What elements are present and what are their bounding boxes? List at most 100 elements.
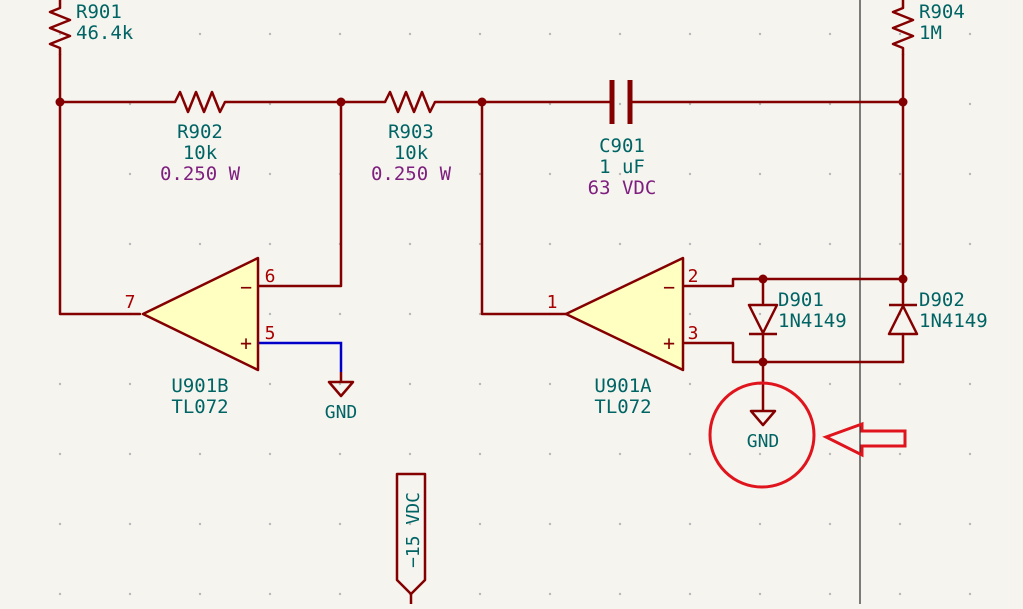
- grid-dot: [688, 382, 692, 386]
- u901a-minus-sign: −: [663, 275, 675, 299]
- grid-dot: [688, 592, 692, 596]
- grid-dot: [58, 522, 62, 526]
- u901b-value: TL072: [171, 396, 228, 418]
- u901b-pin-noninv: 5: [265, 323, 276, 344]
- grid-dot: [58, 592, 62, 596]
- capacitor-c901[interactable]: C901 1 uF 63 VDC: [588, 80, 657, 199]
- grid-dot: [58, 382, 62, 386]
- junction: [758, 357, 768, 367]
- grid-dot: [828, 452, 832, 456]
- r901-value: 46.4k: [76, 22, 134, 44]
- r903-reference: R903: [388, 121, 434, 143]
- grid-dot: [968, 172, 972, 176]
- wire-inv-input-diodes[interactable]: [681, 277, 905, 288]
- grid-dot: [618, 102, 622, 106]
- resistor-r902[interactable]: R902 10k 0.250 W: [160, 90, 241, 185]
- grid-dot: [478, 382, 482, 386]
- grid-dot: [408, 312, 412, 316]
- gnd-symbol-right[interactable]: GND: [747, 380, 780, 452]
- grid-dot: [828, 32, 832, 36]
- opamp-u901a[interactable]: − + 1 2 3 U901A TL072: [547, 256, 699, 418]
- wire-highlighted-gnd-left[interactable]: [258, 341, 343, 372]
- grid-dot: [688, 522, 692, 526]
- grid-dot: [898, 172, 902, 176]
- opamp-u901b[interactable]: − + 7 6 5 U901B TL072: [125, 256, 276, 418]
- resistor-r904[interactable]: R904 1M: [891, 0, 965, 55]
- left-arrow-icon: [822, 421, 907, 458]
- grid-dot: [268, 32, 272, 36]
- gnd-symbol-left[interactable]: GND: [325, 372, 358, 423]
- grid-dot: [338, 522, 342, 526]
- neg-supply-flag[interactable]: −15 VDC: [395, 472, 427, 606]
- resistor-r902-symbol: [173, 90, 227, 114]
- r903-power: 0.250 W: [371, 163, 452, 185]
- grid-dot: [828, 172, 832, 176]
- grid-dot: [758, 32, 762, 36]
- d901-value: 1N4149: [778, 310, 847, 332]
- grid-dot: [828, 382, 832, 386]
- u901b-plus-sign: +: [240, 331, 252, 355]
- junction: [477, 97, 487, 107]
- grid-dot: [828, 242, 832, 246]
- grid-dot: [128, 242, 132, 246]
- grid-dot: [198, 592, 202, 596]
- grid-dot: [478, 312, 482, 316]
- grid-dot: [688, 312, 692, 316]
- diode-d902[interactable]: D902 1N4149: [887, 289, 988, 336]
- u901b-reference: U901B: [171, 375, 228, 397]
- opamp-u901a-triangle: [564, 256, 685, 372]
- u901b-minus-sign: −: [240, 275, 252, 299]
- grid-dot: [968, 592, 972, 596]
- grid-dot: [898, 592, 902, 596]
- diode-d901[interactable]: D901 1N4149: [747, 289, 847, 336]
- r902-power: 0.250 W: [160, 163, 241, 185]
- grid-dot: [548, 382, 552, 386]
- grid-dot: [478, 172, 482, 176]
- grid-dot: [898, 452, 902, 456]
- gnd-right-label: GND: [747, 431, 780, 452]
- grid-dot: [408, 32, 412, 36]
- neg-supply-label: −15 VDC: [403, 492, 424, 568]
- resistor-r904-symbol: [891, 0, 915, 55]
- grid-dot: [688, 242, 692, 246]
- wire-noninv-input-diodes[interactable]: [681, 341, 905, 364]
- resistor-r903[interactable]: R903 10k 0.250 W: [371, 90, 452, 185]
- ground-icon: [749, 380, 777, 427]
- u901a-pin-out: 1: [547, 292, 558, 313]
- grid-dot: [338, 592, 342, 596]
- grid-dot: [128, 102, 132, 106]
- grid-dot: [198, 522, 202, 526]
- grid-dot: [688, 102, 692, 106]
- wires: [58, 53, 905, 382]
- grid-dot: [268, 312, 272, 316]
- r903-value: 10k: [394, 142, 429, 164]
- grid-dot: [128, 452, 132, 456]
- grid-dot: [268, 102, 272, 106]
- r902-reference: R902: [177, 121, 223, 143]
- resistor-r903-symbol: [383, 90, 437, 114]
- d902-value: 1N4149: [919, 310, 988, 332]
- grid-dot: [618, 32, 622, 36]
- wire-r902-inv-input[interactable]: [256, 100, 343, 288]
- grid-dot: [758, 102, 762, 106]
- grid-dot: [618, 172, 622, 176]
- junction: [55, 97, 65, 107]
- resistor-r901[interactable]: R901 46.4k: [48, 0, 134, 55]
- r904-value: 1M: [919, 22, 942, 44]
- grid-dot: [828, 522, 832, 526]
- wire-feedback-left[interactable]: [58, 100, 142, 316]
- grid-dot: [968, 452, 972, 456]
- grid-dot: [408, 522, 412, 526]
- grid-dot: [618, 592, 622, 596]
- wire-r903-u901a-output[interactable]: [480, 100, 568, 316]
- u901a-reference: U901A: [594, 375, 652, 397]
- grid-dot: [128, 32, 132, 36]
- grid-dot: [268, 522, 272, 526]
- grid-dot: [408, 242, 412, 246]
- grid-dot: [968, 32, 972, 36]
- grid-dot: [128, 172, 132, 176]
- grid-dot: [548, 172, 552, 176]
- grid-dot: [268, 382, 272, 386]
